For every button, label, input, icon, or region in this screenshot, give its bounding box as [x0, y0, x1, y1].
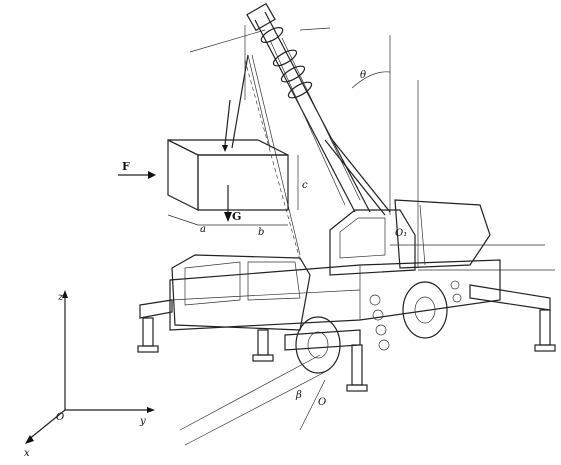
cab-origin-label: O₁	[395, 228, 407, 239]
coordinate-frame	[25, 290, 155, 444]
frame-x-label: x	[24, 448, 30, 459]
load-box	[167, 139, 299, 226]
truck-body	[169, 199, 501, 351]
frame-origin-label: O	[56, 412, 64, 423]
gravity-label: G	[232, 210, 241, 223]
wheel-origin-label: O	[318, 397, 326, 408]
wheels	[295, 281, 448, 374]
dimension-c-label: c	[302, 180, 308, 191]
frame-y-label: y	[139, 416, 146, 427]
frame-z-label: z	[57, 292, 64, 303]
boom	[246, 2, 391, 216]
wind-force-arrow	[118, 171, 156, 179]
beta-label: β	[295, 390, 302, 401]
dimension-a-label: a	[200, 224, 206, 235]
dimension-b-label: b	[258, 227, 264, 238]
boom-angle-label: θ	[360, 70, 366, 81]
outriggers	[137, 284, 556, 392]
wind-force-label: F	[122, 160, 130, 173]
reference-lines	[179, 27, 555, 446]
